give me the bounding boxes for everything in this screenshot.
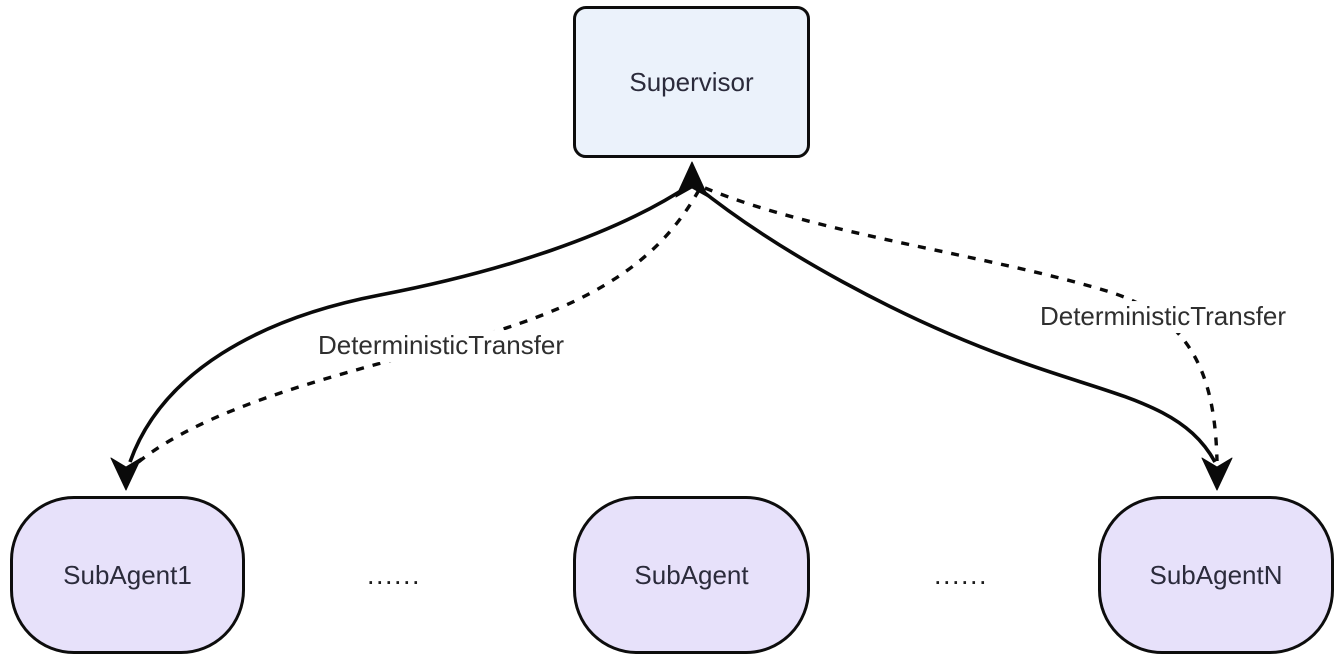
edge-supervisor-subagent1-dashed — [134, 189, 701, 466]
ellipsis-left: ...... — [366, 560, 422, 590]
subagentn-node: SubAgentN — [1098, 496, 1334, 654]
edge-supervisor-subagentn-solid — [694, 184, 1217, 463]
edge-label-deterministic-transfer-right: DeterministicTransfer — [1034, 301, 1292, 333]
arrowhead-down-into-subagent1 — [110, 457, 142, 491]
subagent-node: SubAgent — [573, 496, 810, 654]
arrowhead-down-into-subagentn — [1201, 457, 1233, 491]
subagent1-node: SubAgent1 — [10, 496, 245, 654]
arrowhead-up-into-supervisor — [675, 161, 709, 198]
subagent-label: SubAgent — [634, 559, 749, 590]
subagentn-label: SubAgentN — [1149, 559, 1283, 590]
ellipsis-right: ...... — [933, 560, 989, 590]
supervisor-node: Supervisor — [573, 6, 810, 158]
supervisor-label: Supervisor — [629, 66, 754, 97]
subagent1-label: SubAgent1 — [63, 559, 192, 590]
edge-supervisor-subagent1-solid — [128, 183, 691, 463]
edge-label-deterministic-transfer-left: DeterministicTransfer — [312, 330, 570, 362]
